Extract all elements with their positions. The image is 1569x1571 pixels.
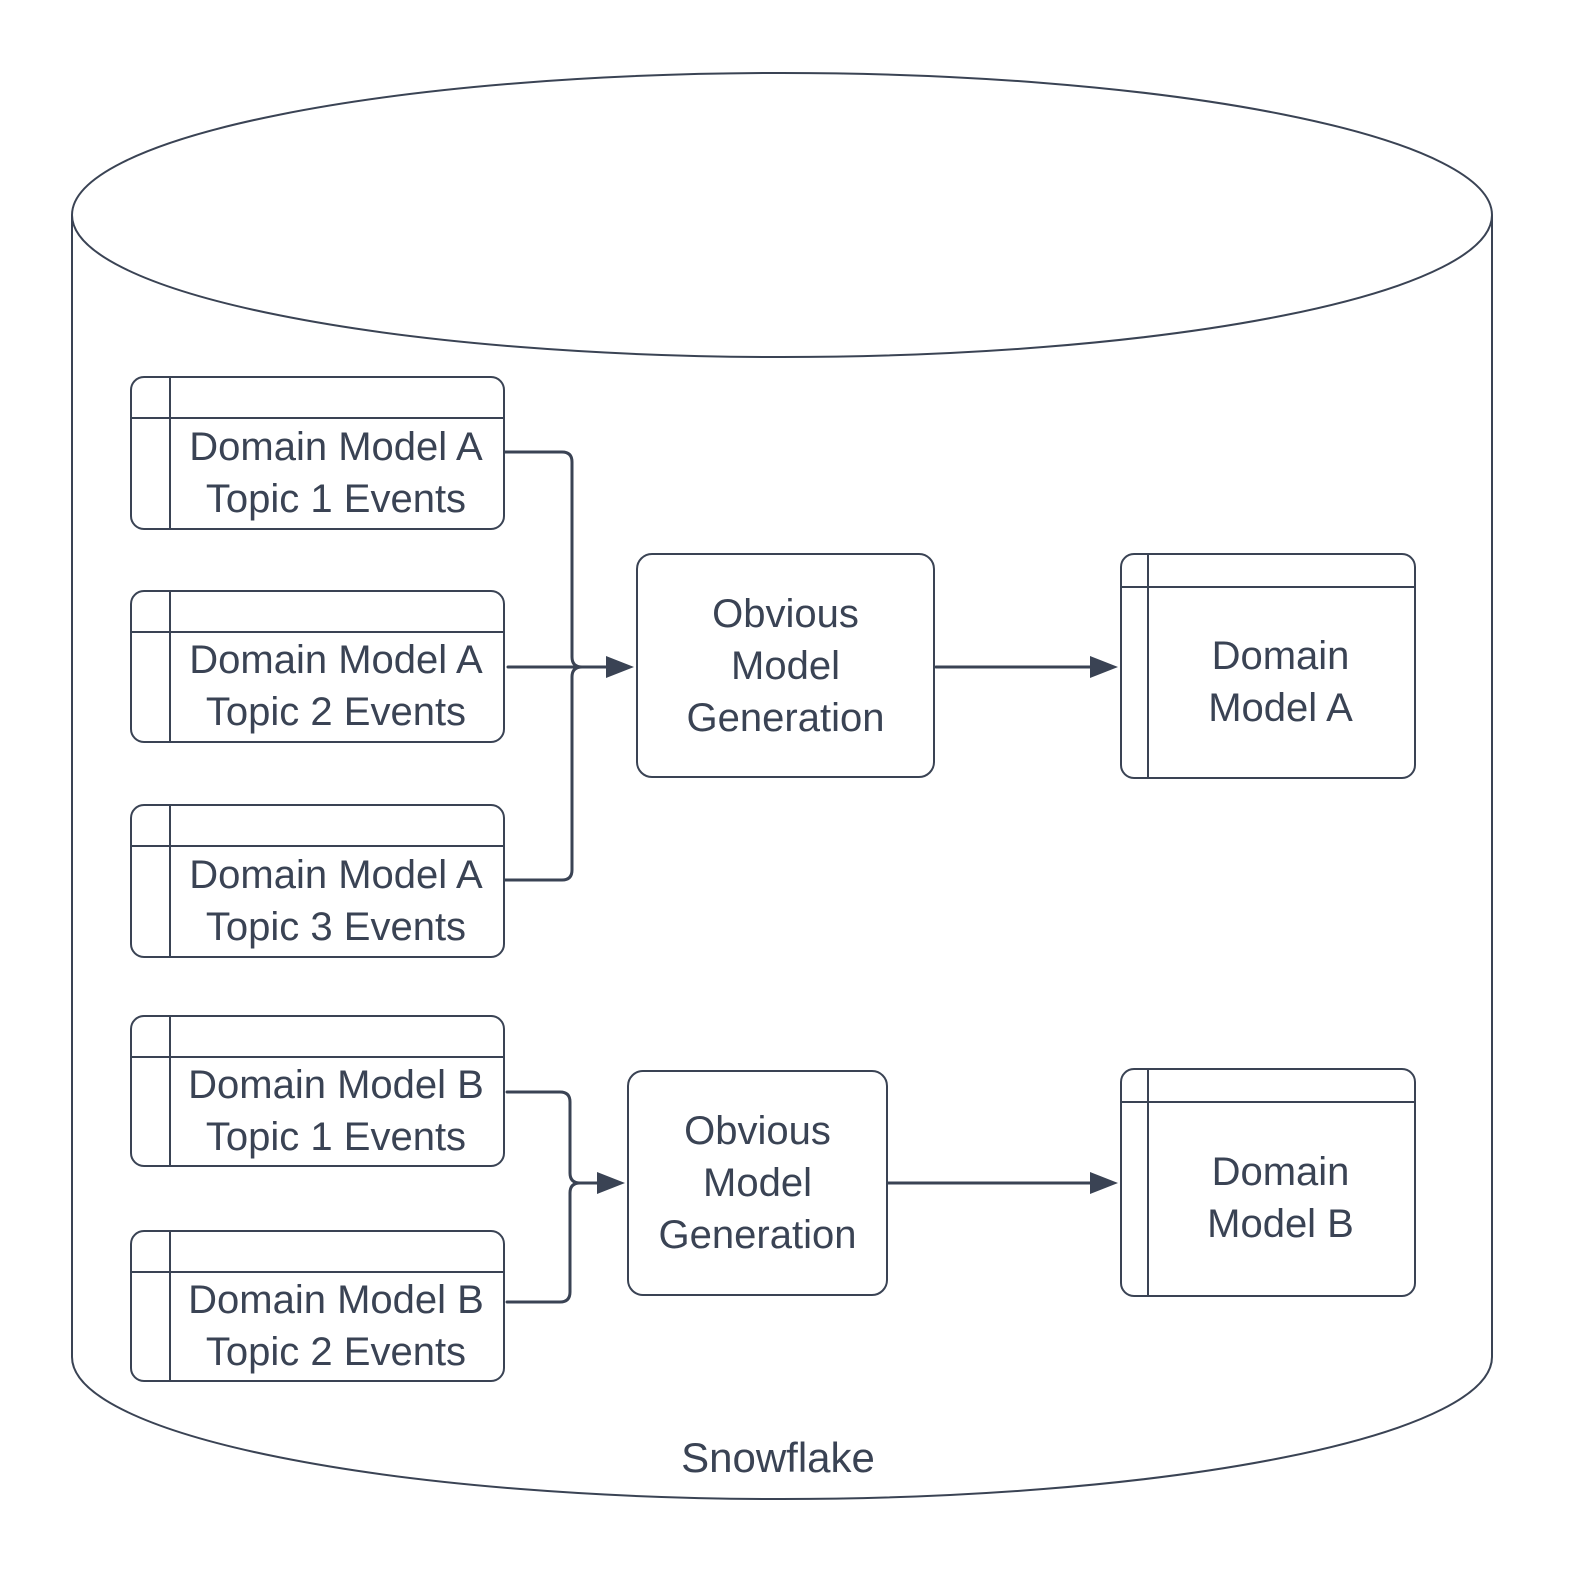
table-label: Domain Model B [1207,1150,1354,1246]
table-domain-model-b-topic1-events: Domain Model B Topic 1 Events [130,1015,505,1167]
arrowhead-b-into-process [597,1172,625,1194]
snowflake-label: Snowflake [681,1434,875,1481]
table-key-column [132,1232,171,1380]
arrowhead-a-into-model [1090,656,1118,678]
connector-b-topic1-merge [505,1090,582,1185]
table-header-row [1122,1070,1414,1103]
table-header-row [132,806,503,847]
process-label: Obvious Model Generation [686,591,885,740]
table-label: Domain Model A Topic 1 Events [189,424,483,521]
table-label: Domain Model A [1208,633,1353,730]
table-key-column [1122,555,1149,777]
process-obvious-model-generation-b: Obvious Model Generation [627,1070,888,1296]
table-header-row [132,1232,503,1273]
table-header-row [1122,555,1414,588]
connector-b-topic2-merge [505,1181,582,1304]
table-label: Domain Model A Topic 3 Events [189,852,483,949]
table-key-column [132,1017,171,1165]
process-label: Obvious Model Generation [658,1109,857,1257]
table-domain-model-a-topic2-events: Domain Model A Topic 2 Events [130,590,505,743]
cylinder-body [71,215,1493,1500]
table-domain-model-a-topic3-events: Domain Model A Topic 3 Events [130,804,505,958]
table-label: Domain Model B Topic 2 Events [188,1277,484,1374]
table-key-column [132,378,171,528]
table-domain-model-b: Domain Model B [1120,1068,1416,1297]
table-domain-model-a: Domain Model A [1120,553,1416,779]
table-header-row [132,592,503,633]
arrowhead-a-into-process [606,656,634,678]
connector-a-topic3-merge [503,665,584,882]
table-domain-model-a-topic1-events: Domain Model A Topic 1 Events [130,376,505,530]
table-key-column [132,592,171,741]
table-header-row [132,1017,503,1058]
table-label: Domain Model A Topic 2 Events [189,638,483,734]
cylinder-top-ellipse [71,72,1493,358]
table-label: Domain Model B Topic 1 Events [188,1062,484,1159]
process-obvious-model-generation-a: Obvious Model Generation [636,553,935,778]
table-domain-model-b-topic2-events: Domain Model B Topic 2 Events [130,1230,505,1382]
arrowhead-b-into-model [1090,1172,1118,1194]
table-key-column [132,806,171,956]
connector-a-topic1-merge [503,450,584,669]
table-key-column [1122,1070,1149,1295]
table-header-row [132,378,503,419]
